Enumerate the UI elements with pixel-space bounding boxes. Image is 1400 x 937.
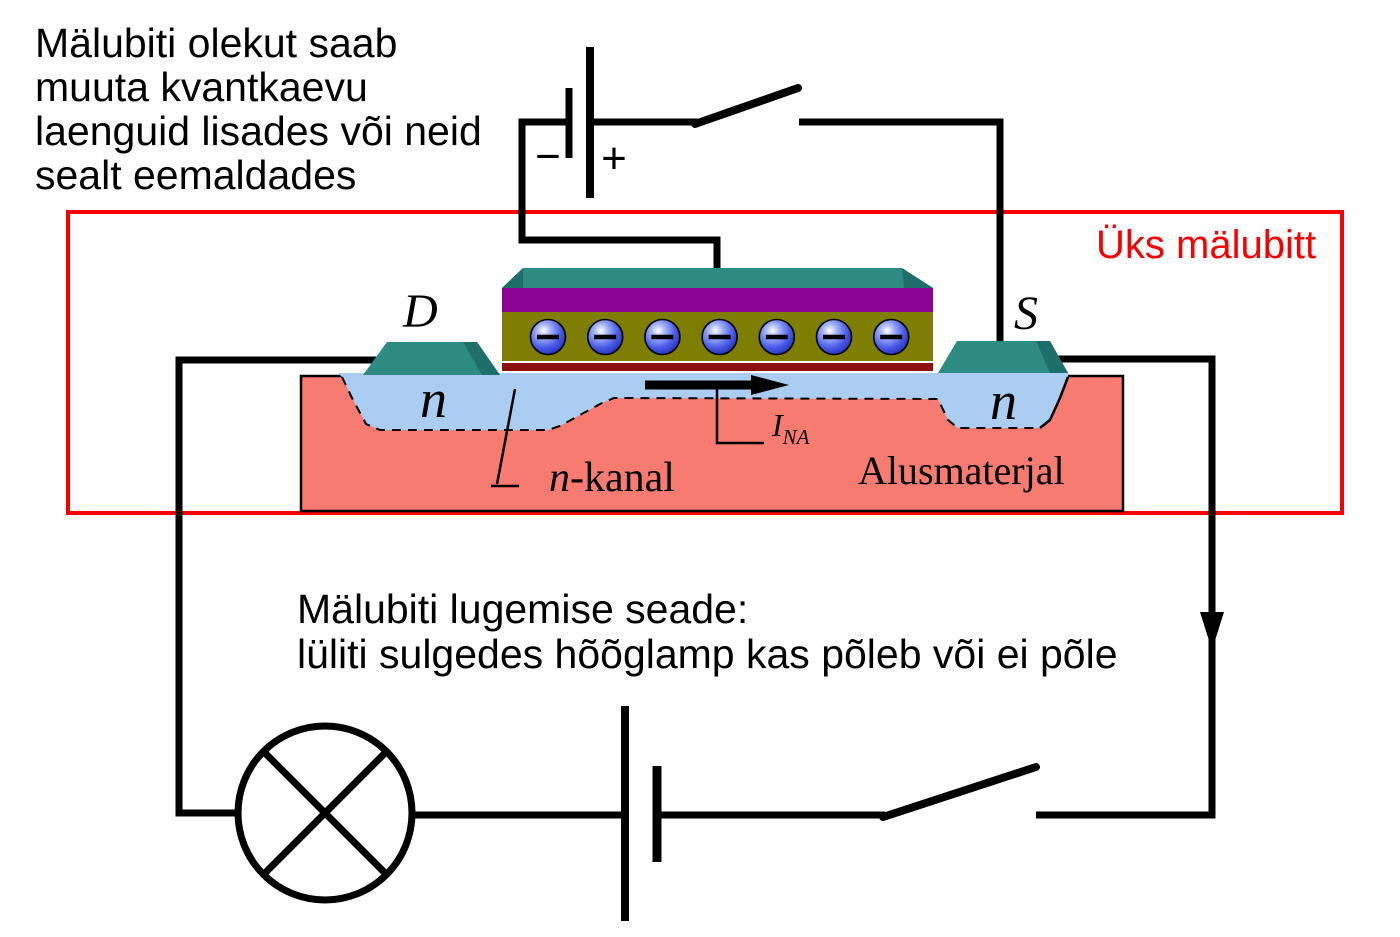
drain-contact bbox=[363, 342, 500, 375]
gate-insulator-purple bbox=[502, 288, 933, 312]
top-battery-plus-label: + bbox=[601, 134, 627, 183]
channel-callout-line bbox=[491, 388, 519, 488]
current-callout-line bbox=[715, 389, 764, 445]
channel-label-suffix: -kanal bbox=[570, 455, 675, 501]
lamp bbox=[234, 722, 416, 904]
channel-label-prefix: n bbox=[549, 455, 570, 501]
top-switch-blade[interactable] bbox=[691, 84, 802, 128]
gate-stack bbox=[502, 268, 933, 371]
source-contact-body bbox=[938, 341, 1068, 373]
gate-wire bbox=[518, 118, 721, 275]
n-region-left-label: n bbox=[420, 369, 447, 429]
write-circuit-wires bbox=[518, 118, 1004, 348]
gate-metal-top bbox=[502, 268, 933, 288]
n-channel-region bbox=[338, 373, 1068, 430]
write-note-line: muuta kvantkaevu bbox=[35, 64, 368, 110]
barrier-layer bbox=[502, 363, 933, 371]
substrate-label: Alusmaterjal bbox=[858, 448, 1065, 493]
current-label: INA bbox=[771, 407, 810, 449]
gate-metal-bevel-left bbox=[502, 268, 523, 288]
bottom-battery bbox=[621, 706, 662, 921]
switch-to-source-wire bbox=[799, 118, 1004, 348]
drain-to-lamp-wire bbox=[175, 356, 377, 817]
n-region-right-label: n bbox=[990, 371, 1017, 431]
source-contact-bevel bbox=[1036, 341, 1068, 373]
channel-current-arrow bbox=[645, 375, 789, 395]
lamp-cross-line bbox=[260, 748, 390, 878]
source-to-switch-wire bbox=[1036, 355, 1216, 819]
read-note-line: Mälubiti lugemise seade: bbox=[297, 586, 748, 632]
bottom-switch-blade[interactable] bbox=[879, 763, 1040, 821]
top-battery-minus-label: − bbox=[535, 132, 561, 181]
drain-contact-body bbox=[363, 342, 500, 375]
current-subscript: NA bbox=[782, 425, 810, 449]
current-symbol: I bbox=[771, 407, 784, 443]
channel-label: n-kanal bbox=[549, 455, 675, 501]
write-note-line: laenguid lisades või neid bbox=[35, 108, 482, 154]
drain-contact-bevel bbox=[463, 342, 500, 375]
read-circuit-wires bbox=[175, 355, 1216, 819]
memory-bit-label: Üks mälubitt bbox=[1096, 223, 1316, 267]
current-direction-arrow bbox=[1200, 612, 1224, 650]
source-contact bbox=[938, 341, 1068, 373]
memory-bit-boundary bbox=[66, 210, 1344, 515]
write-note: Mälubiti olekut saab muuta kvantkaevu la… bbox=[35, 20, 482, 198]
read-note-line: lüliti sulgedes hõõglamp kas põleb või e… bbox=[297, 631, 1118, 677]
read-note: Mälubiti lugemise seade: lüliti sulgedes… bbox=[297, 586, 1118, 677]
drain-label: D bbox=[402, 285, 438, 338]
source-label: S bbox=[1014, 287, 1038, 340]
write-note-line: Mälubiti olekut saab bbox=[35, 20, 397, 66]
n-region-right-edge bbox=[1039, 376, 1070, 429]
electron-row bbox=[529, 318, 910, 356]
n-region-dashed-boundary bbox=[341, 376, 1040, 431]
write-note-line: sealt eemaldades bbox=[35, 152, 356, 198]
gate-metal-bevel-right bbox=[902, 268, 933, 288]
top-battery bbox=[565, 47, 594, 198]
